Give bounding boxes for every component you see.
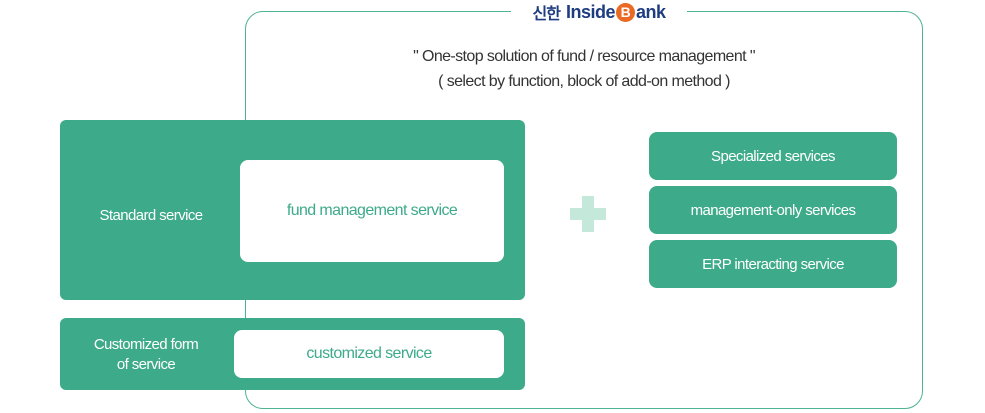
logo-brand-inside: Inside	[565, 1, 616, 22]
logo-brand-ank: ank	[635, 1, 666, 22]
customized-form-label-line-2: of service	[116, 356, 176, 373]
plus-vertical-bar	[582, 196, 594, 232]
logo-b-badge-icon: B	[615, 2, 635, 22]
customized-form-label: Customized form of service	[60, 335, 232, 375]
logo-korean-text: 신한	[532, 4, 561, 23]
headline-line-2: ( select by function, block of add-on me…	[438, 73, 730, 90]
headline-line-1: " One-stop solution of fund / resource m…	[413, 48, 755, 65]
customized-form-label-line-1: Customized form	[93, 336, 199, 353]
management-only-services-text: management-only services	[690, 201, 856, 219]
erp-interacting-service-text: ERP interacting service	[702, 255, 844, 273]
shinhan-insidebank-logo: 신한 Inside B ank	[511, 0, 687, 24]
specialized-services-box: Specialized services	[649, 132, 897, 180]
fund-management-service-text: fund management service	[286, 202, 458, 219]
customized-service-text: customized service	[306, 345, 432, 362]
customized-service-box: customized service	[234, 330, 504, 378]
logo-brand-text: Inside B ank	[566, 2, 666, 23]
standard-service-label: Standard service	[99, 207, 204, 224]
fund-management-service-box: fund management service	[240, 160, 504, 262]
erp-interacting-service-box: ERP interacting service	[649, 240, 897, 288]
specialized-services-text: Specialized services	[711, 147, 836, 165]
plus-icon	[570, 196, 606, 232]
management-only-services-box: management-only services	[649, 186, 897, 234]
